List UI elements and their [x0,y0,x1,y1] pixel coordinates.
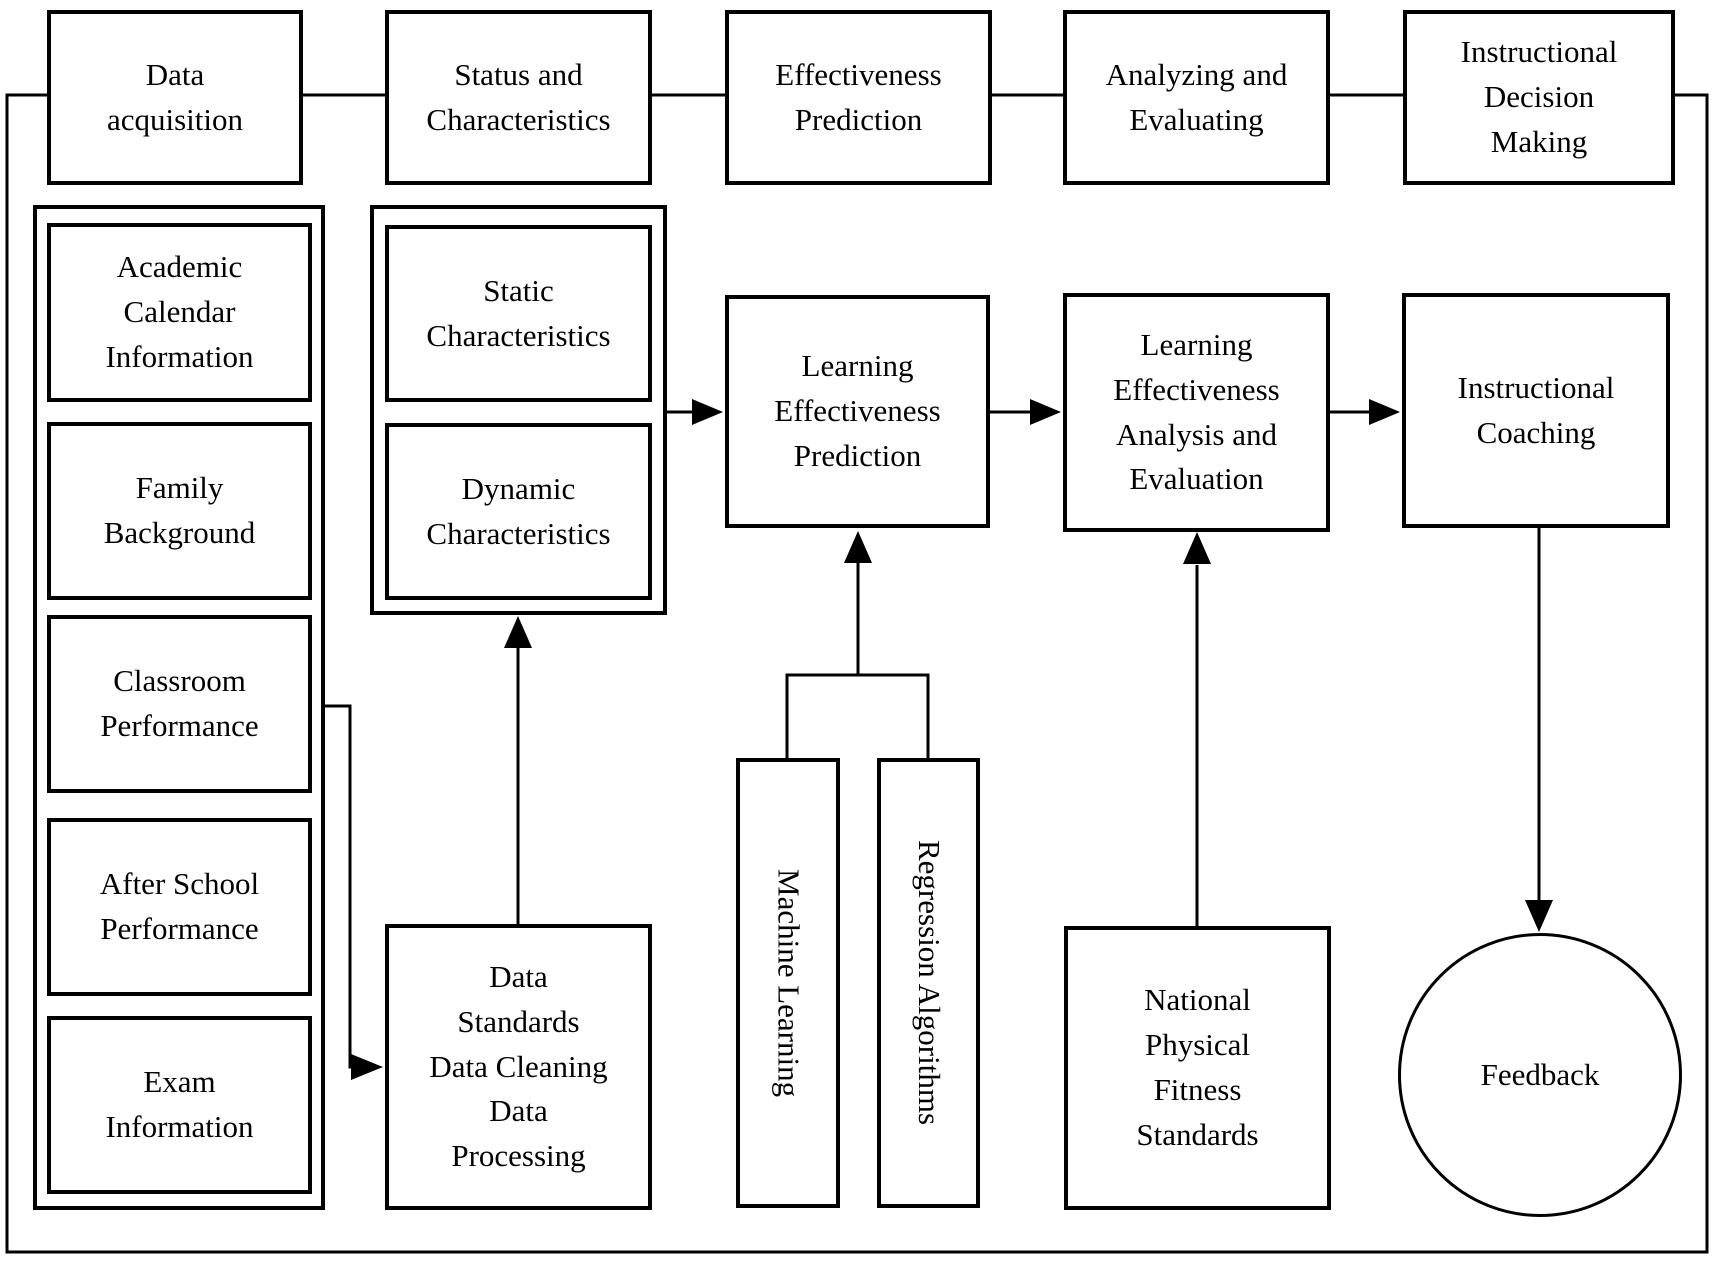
box-exam-information: Exam Information [47,1016,312,1194]
box-classroom-performance: Classroom Performance [47,615,312,793]
box-label: Family Background [103,470,256,550]
stage-header-instructional-decision-making: Instructional Decision Making [1403,10,1675,185]
box-label: Exam Information [105,1064,254,1144]
box-label: Classroom Performance [100,663,259,743]
box-label: Data Standards Data Cleaning Data Proces… [429,958,608,1174]
arrow-classroom-to-data-processing-line [325,704,353,1069]
box-label: Learning Effectiveness Prediction [774,348,941,473]
box-label: Academic Calendar Information [105,249,254,374]
arrow-algorithms-to-prediction-line [785,563,930,758]
arrow-characteristics-to-prediction-head [692,399,723,425]
stage-header-analyzing-and-evaluating: Analyzing and Evaluating [1063,10,1330,185]
stage-header-status-and-characteristics: Status and Characteristics [385,10,652,185]
arrow-processing-to-characteristics-head [504,616,532,648]
box-static-characteristics: Static Characteristics [385,225,652,402]
stage-header-data-acquisition: Data acquisition [47,10,303,185]
arrow-classroom-to-data-processing-head [351,1054,383,1080]
arrow-prediction-to-analysis-head [1030,399,1061,425]
box-label: After School Performance [99,866,260,946]
box-regression-algorithms: Regression Algorithms [877,758,980,1208]
arrow-algorithms-to-prediction-head [844,531,872,563]
box-label: Machine Learning [771,868,807,1098]
box-learning-effectiveness-analysis-evaluation: Learning Effectiveness Analysis and Eval… [1063,293,1330,532]
arrow-analysis-to-coaching-head [1369,399,1400,425]
arrow-coaching-to-feedback-head [1525,900,1553,932]
box-instructional-coaching: Instructional Coaching [1402,293,1670,528]
feedback-node: Feedback [1398,933,1682,1217]
box-machine-learning: Machine Learning [736,758,840,1208]
stage-header-effectiveness-prediction: Effectiveness Prediction [725,10,992,185]
feedback-label: Feedback [1480,1056,1600,1092]
box-data-standards-cleaning-processing: Data Standards Data Cleaning Data Proces… [385,924,652,1210]
box-learning-effectiveness-prediction: Learning Effectiveness Prediction [725,295,990,528]
stage-header-label: Effectiveness Prediction [775,56,942,137]
box-label: Dynamic Characteristics [426,470,611,551]
box-dynamic-characteristics: Dynamic Characteristics [385,423,652,600]
box-label: Learning Effectiveness Analysis and Eval… [1113,326,1280,497]
box-national-physical-fitness-standards: National Physical Fitness Standards [1064,926,1331,1210]
box-label: Regression Algorithms [911,840,947,1126]
box-family-background: Family Background [47,422,312,600]
box-label: Instructional Coaching [1457,369,1615,450]
stage-header-label: Instructional Decision Making [1460,34,1618,159]
stage-header-label: Status and Characteristics [426,56,611,137]
stage-header-label: Data acquisition [106,56,244,137]
box-after-school-performance: After School Performance [47,818,312,996]
box-label: Static Characteristics [426,272,611,353]
arrow-standards-to-analysis-head [1183,532,1211,564]
box-label: National Physical Fitness Standards [1136,982,1259,1152]
box-academic-calendar-information: Academic Calendar Information [47,223,312,402]
stage-header-label: Analyzing and Evaluating [1105,56,1288,137]
